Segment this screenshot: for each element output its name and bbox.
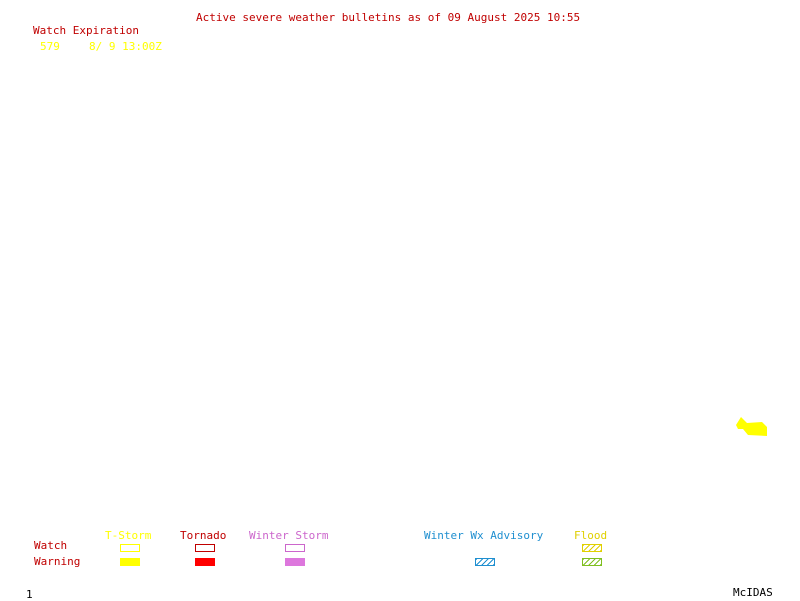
legend-flood-watch-swatch: [582, 544, 602, 552]
legend-tornado-warning-swatch: [195, 558, 215, 566]
watch-expiration-time: 8/ 9 13:00Z: [89, 40, 162, 53]
legend-warning-row-label: Warning: [34, 555, 81, 568]
legend-tornado-watch-swatch: [195, 544, 215, 552]
legend-tstorm-label: T-Storm: [105, 529, 152, 542]
legend-tstorm-watch-swatch: [120, 544, 140, 552]
legend-tornado-label: Tornado: [180, 529, 227, 542]
legend-winter-wx-advisory-label: Winter Wx Advisory: [424, 529, 544, 542]
product-name: McIDAS: [733, 586, 773, 599]
legend-flood-warning-swatch: [582, 558, 602, 566]
legend-tstorm-warning-swatch: [120, 558, 140, 566]
watch-number: 579: [40, 40, 60, 53]
frame-number: 1: [26, 588, 33, 601]
legend-winter-storm-warning-swatch: [285, 558, 305, 566]
legend-flood-label: Flood: [574, 529, 608, 542]
legend-winter-storm-watch-swatch: [285, 544, 305, 552]
watch-expiration-heading: Watch Expiration: [33, 24, 139, 37]
legend-winter-wx-advisory-warning-swatch: [475, 558, 495, 566]
legend-watch-row-label: Watch: [34, 539, 68, 552]
bulletin-title: Active severe weather bulletins as of 09…: [196, 11, 581, 24]
tstorm-watch-polygon: [736, 417, 767, 436]
legend-winter-storm-label: Winter Storm: [249, 529, 329, 542]
